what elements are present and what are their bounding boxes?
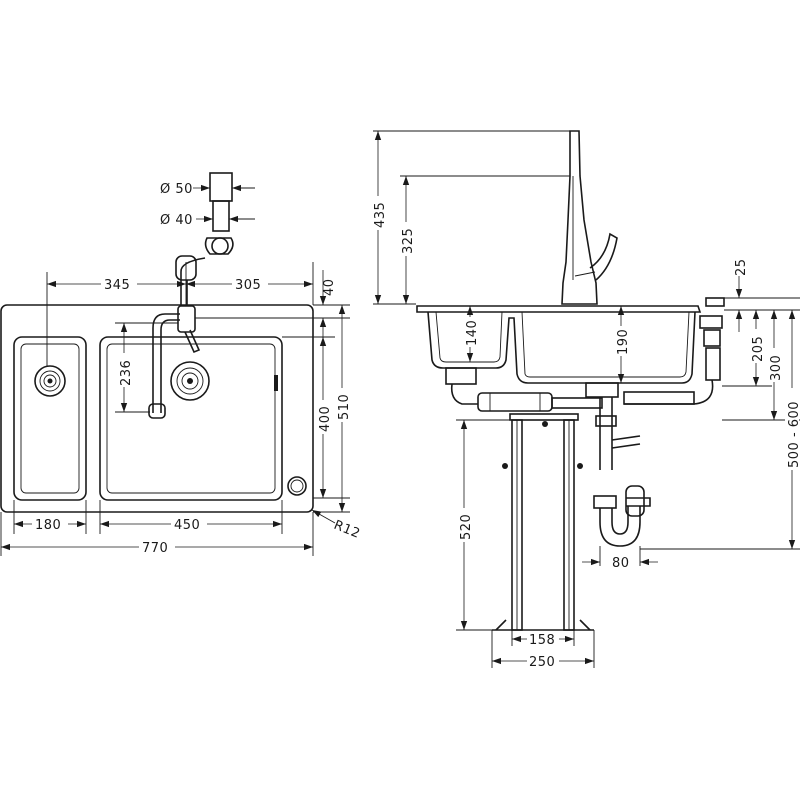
dim-250-label: 250: [529, 655, 555, 670]
dim-80-label: 80: [612, 556, 630, 571]
strainer-icon: [170, 361, 210, 401]
dim-500-600-label: 500 - 600: [787, 401, 800, 468]
dim-305-label: 305: [235, 278, 261, 293]
dim-300-label: 300: [769, 355, 784, 381]
small-bowl: [13, 336, 87, 501]
tap-plan-icon: [148, 305, 201, 419]
large-bowl: [99, 336, 283, 501]
pipe-40-label: Ø 40: [160, 213, 193, 228]
dim-158-label: 158: [529, 633, 555, 648]
dim-40-label: 40: [322, 278, 337, 296]
dim-r12-label: R12: [332, 518, 363, 542]
cabinet-frame: [492, 413, 594, 631]
sink-outline: [0, 304, 314, 513]
dim-510-label: 510: [337, 394, 352, 420]
overflow-hole-icon: [287, 476, 307, 496]
dim-400-label: 400: [318, 406, 333, 432]
dim-345-label: 345: [104, 278, 130, 293]
side-view: 435 325 140 190 25 205 300 500 - 600 520: [371, 130, 800, 670]
dim-190-label: 190: [616, 329, 631, 355]
dim-25-label: 25: [734, 258, 749, 276]
dim-205-label: 205: [751, 336, 766, 362]
dim-180-label: 180: [35, 518, 61, 533]
pipe-50-label: Ø 50: [160, 182, 193, 197]
strainer-icon: [34, 365, 66, 397]
tap-side-icon: [561, 130, 618, 305]
dim-770-label: 770: [142, 541, 168, 556]
dim-140-label: 140: [465, 320, 480, 346]
dim-450-label: 450: [174, 518, 200, 533]
plan-view: Ø 50 Ø 40 345 305 40 400 510 236 180: [0, 172, 363, 556]
sink-section: [416, 297, 725, 398]
siphon-icon: [450, 315, 723, 547]
dim-325-label: 325: [401, 228, 416, 254]
dim-520-label: 520: [459, 514, 474, 540]
dim-435-label: 435: [373, 202, 388, 228]
dim-236-label: 236: [119, 360, 134, 386]
